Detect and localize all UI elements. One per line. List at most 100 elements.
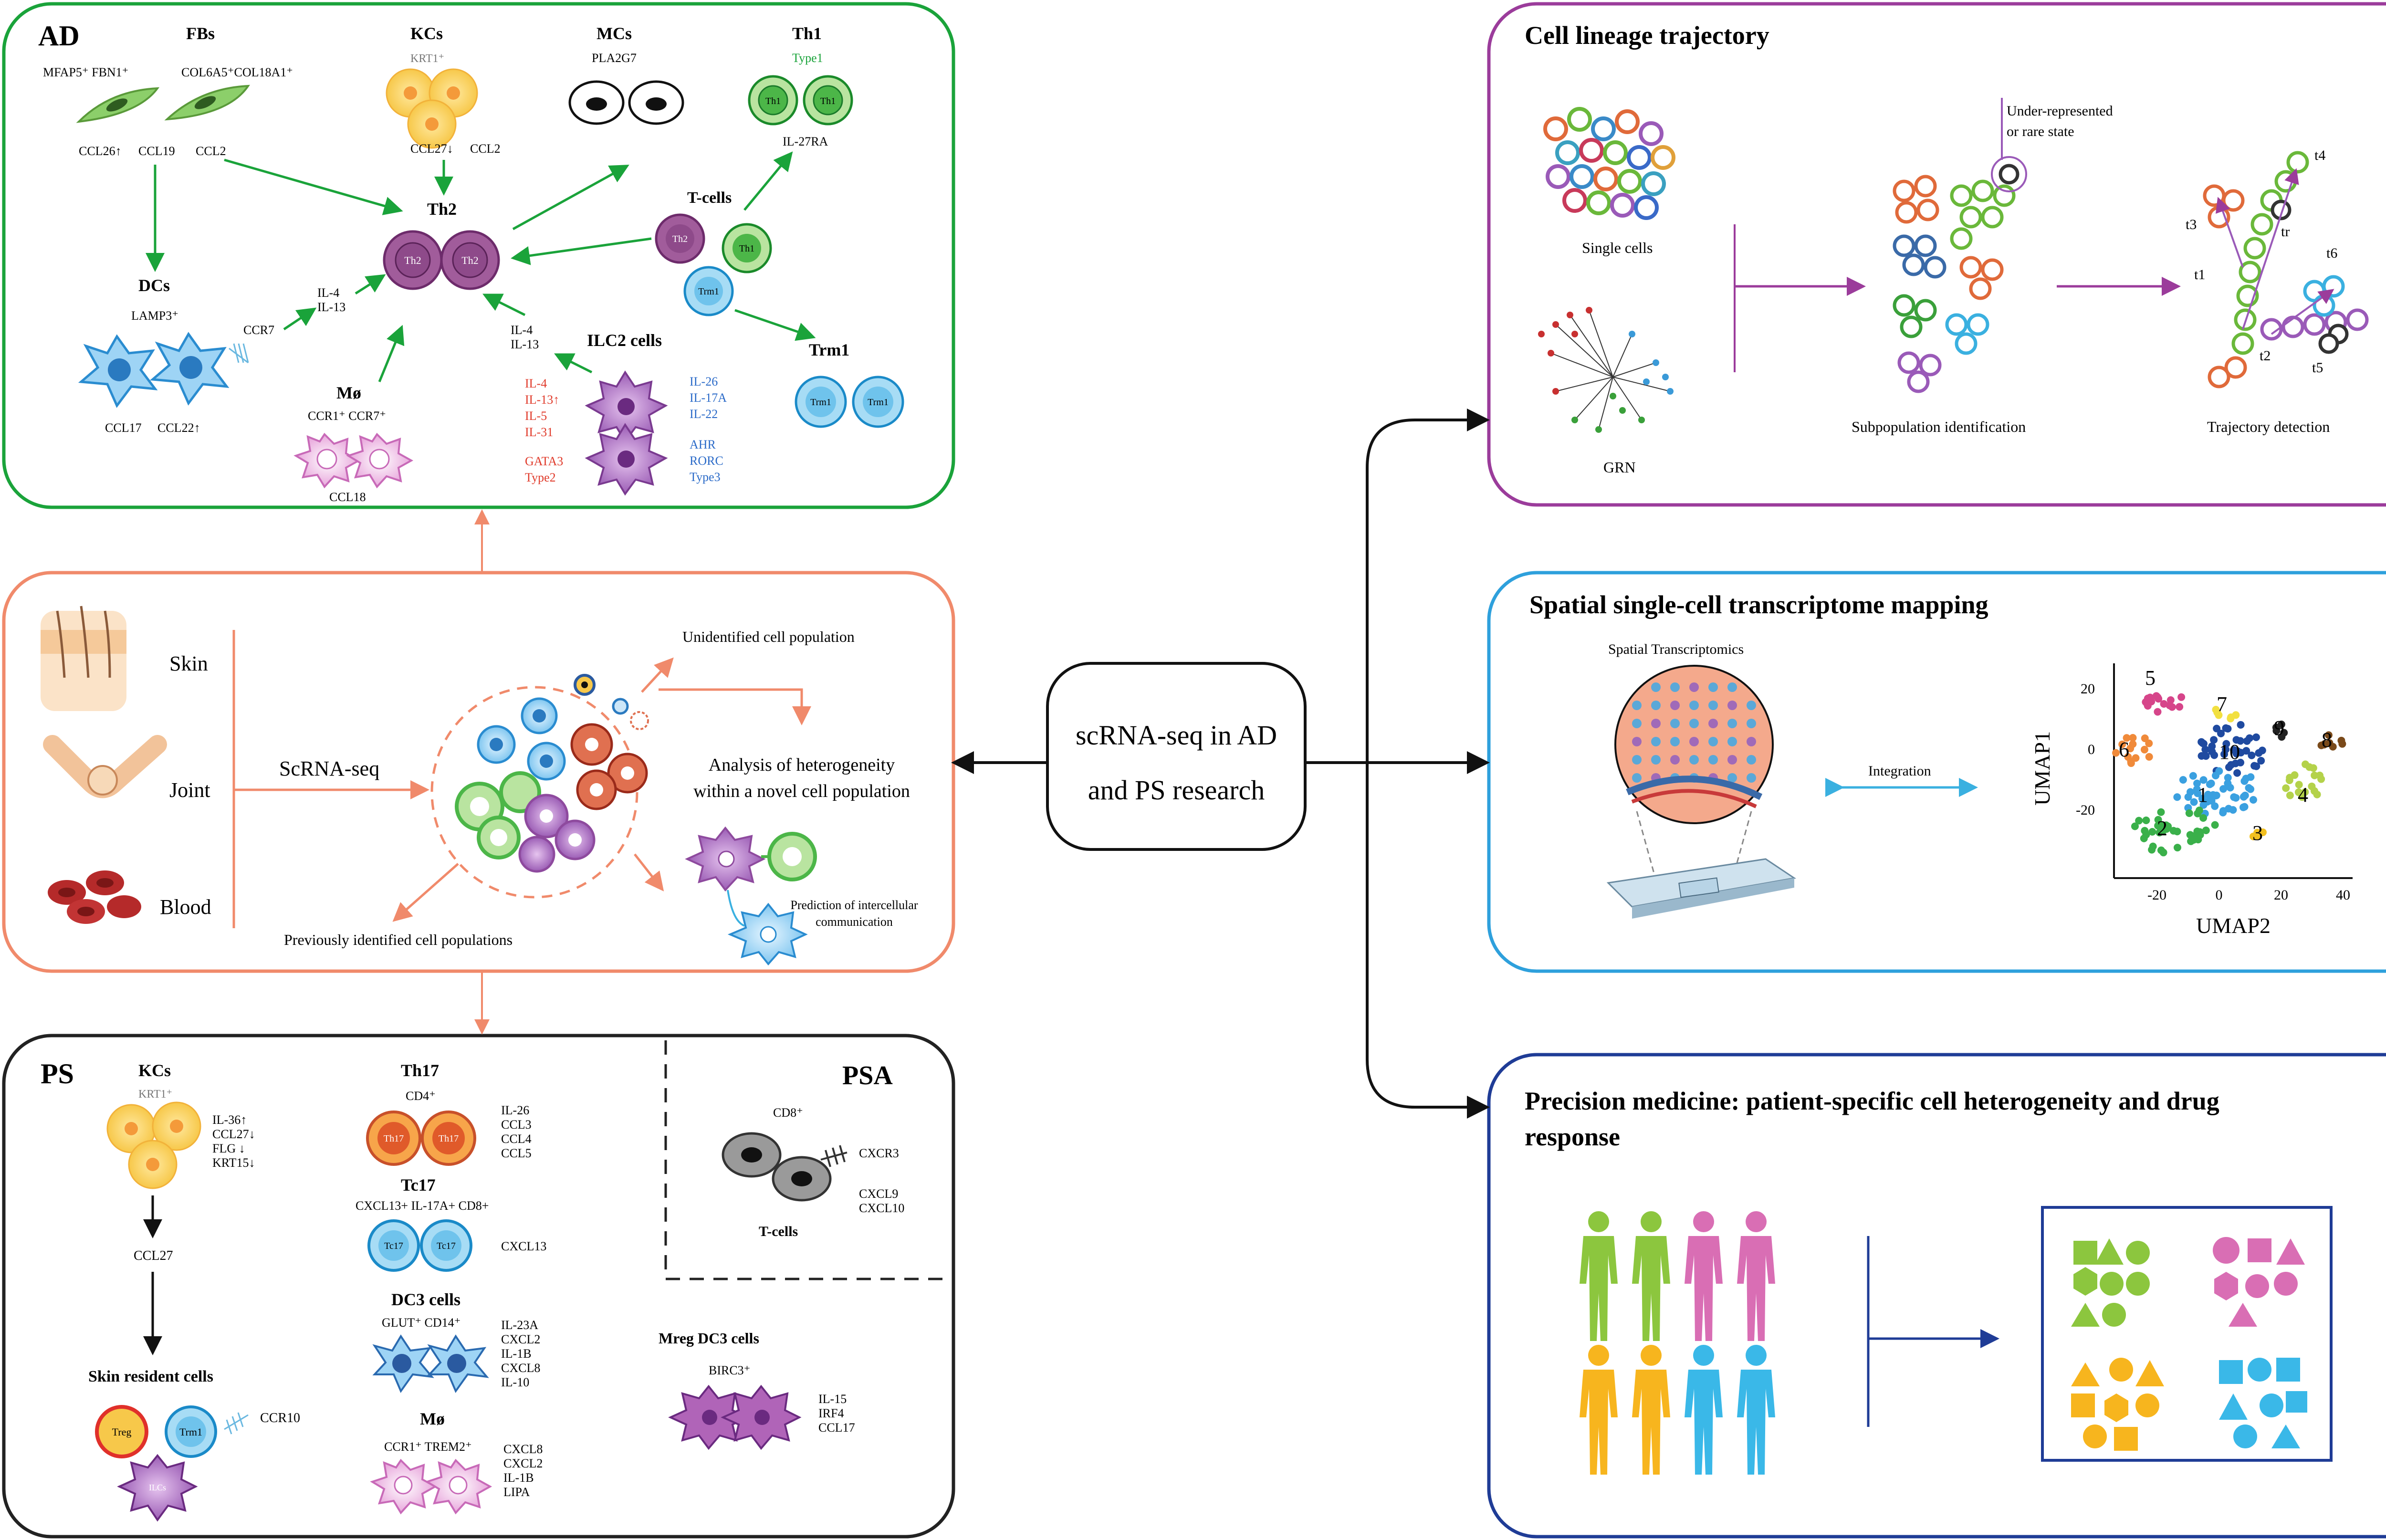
umap-point — [2252, 733, 2260, 741]
source-blood: Blood — [160, 895, 211, 919]
umap-point — [2277, 720, 2285, 728]
mcs-title: MCs — [596, 24, 632, 43]
umap-point — [2232, 736, 2240, 744]
umap-point — [2144, 694, 2152, 702]
umap-point — [2131, 822, 2139, 830]
umap-point — [2282, 784, 2290, 792]
spatial-spot — [1651, 755, 1661, 765]
spatial-spot — [1708, 755, 1718, 765]
umap-cluster-2: 2 — [2157, 817, 2167, 840]
ps-treg-label: Treg — [112, 1426, 132, 1438]
umap-point — [2311, 771, 2319, 779]
umap-point — [2193, 785, 2201, 793]
spatial-transcriptomics-icon — [1606, 665, 1796, 919]
th2-cell-label-1: Th2 — [404, 254, 421, 266]
umap-point — [2158, 821, 2166, 829]
mo-to-th2-arrow — [378, 325, 405, 382]
ps-panel — [2, 1034, 955, 1539]
th2-cell-label-2: Th2 — [461, 254, 478, 266]
spatial-spot — [1632, 755, 1642, 765]
psa-cxcr3: CXCR3 — [859, 1146, 899, 1160]
umap-point — [2337, 736, 2345, 744]
patient-figure — [1737, 1345, 1775, 1475]
fibroblast-icon-1 — [76, 87, 160, 123]
psa-tcell-icons — [722, 1132, 848, 1202]
receptor-icon — [229, 343, 249, 364]
to-previous-arrow — [392, 863, 459, 922]
umap-point — [2194, 836, 2202, 844]
umap-point — [2215, 711, 2223, 719]
patient-figure — [1685, 1345, 1723, 1475]
skin-icon — [41, 606, 126, 711]
spatial-spot — [1689, 719, 1699, 728]
umap-point — [2129, 733, 2137, 742]
source-joint: Joint — [169, 778, 210, 802]
umap-point — [2118, 740, 2126, 748]
dendritic-cell-icons — [78, 332, 230, 408]
spatial-spot — [1747, 701, 1756, 710]
patient-figures — [1580, 1211, 1775, 1475]
spatial-spot — [1708, 682, 1718, 692]
spatial-spot — [1727, 719, 1737, 728]
to-prediction-arrow — [634, 853, 664, 891]
umap-point — [2201, 745, 2209, 754]
center-line1: scRNA-seq in AD — [1076, 720, 1277, 751]
umap-xtick-minus20: -20 — [2147, 887, 2166, 903]
umap-point — [2285, 776, 2293, 785]
spatial-spot — [1632, 737, 1642, 746]
umap-point — [2257, 757, 2265, 765]
umap-xtick-0: 0 — [2216, 887, 2223, 903]
spatial-spot — [1651, 701, 1661, 710]
umap-point — [2227, 761, 2235, 769]
spatial-spot — [1747, 755, 1756, 765]
umap-point — [2217, 729, 2225, 737]
fbs-to-th2-arrow — [224, 158, 403, 215]
to-unidentified-arrow — [641, 657, 674, 693]
umap-point — [2145, 753, 2153, 761]
ccr7-to-il4-arrow — [283, 307, 317, 331]
spatial-spot — [1689, 701, 1699, 710]
source-prediction-1: Prediction of intercellular — [790, 898, 918, 912]
umap-point — [2230, 746, 2238, 754]
th17-cell-label-2: Th17 — [439, 1133, 459, 1144]
umap-point — [2321, 740, 2329, 748]
patient-figure — [1685, 1211, 1723, 1341]
drug-response-shapes — [2071, 1237, 2307, 1451]
tcell-th1-label: Th1 — [739, 243, 754, 254]
umap-point — [2173, 828, 2181, 836]
umap-point — [2291, 771, 2299, 779]
umap-point — [2198, 738, 2206, 746]
spatial-spot — [1727, 701, 1737, 710]
dcs-ccl22: CCL22↑ — [157, 421, 200, 435]
umap-xtick-40: 40 — [2336, 887, 2350, 903]
umap-point — [2329, 743, 2337, 751]
source-analysis-2: within a novel cell population — [693, 781, 910, 801]
spatial-spot — [1708, 701, 1718, 710]
th17-cell-icons — [366, 1110, 476, 1166]
umap-point — [2208, 742, 2216, 750]
umap-point — [2232, 711, 2240, 719]
lineage-single: Single cells — [1582, 239, 1653, 256]
spatial-spot — [1670, 701, 1680, 710]
ps-mo-title: Mø — [420, 1409, 445, 1428]
umap-point — [2295, 781, 2303, 789]
ilc2-cell-icons — [585, 370, 668, 496]
joint-icon — [43, 735, 167, 798]
source-skin: Skin — [169, 652, 208, 675]
precision-panel — [1487, 1053, 2386, 1539]
fbs-marker2: COL6A5⁺COL18A1⁺ — [181, 65, 293, 79]
tcell-cluster-icons — [655, 213, 772, 316]
umap-point — [2249, 796, 2257, 804]
trm1-cell-label-1: Trm1 — [810, 397, 831, 408]
lineage-rare-1: Under-represented — [2007, 103, 2113, 119]
spatial-spot — [1747, 737, 1756, 746]
patient-figure — [1580, 1345, 1618, 1475]
umap-cluster-3: 3 — [2252, 821, 2263, 845]
spatial-spot — [1727, 682, 1737, 692]
th2-cell-icons — [383, 230, 500, 290]
